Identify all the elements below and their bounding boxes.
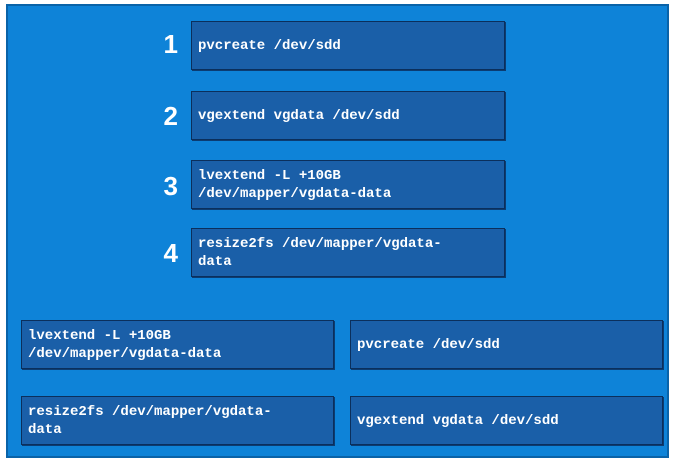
pool-box-pvcreate[interactable]: pvcreate /dev/sdd [350,320,663,369]
step-command-3: lvextend -L +10GB /dev/mapper/vgdata-dat… [198,167,392,202]
step-number-2: 2 [163,101,178,131]
pool-command-vgextend: vgextend vgdata /dev/sdd [357,412,559,429]
step-command-2: vgextend vgdata /dev/sdd [198,107,400,124]
pool-command-pvcreate: pvcreate /dev/sdd [357,336,500,353]
step-number-4: 4 [163,238,178,268]
step-box-2[interactable]: vgextend vgdata /dev/sdd [191,91,505,140]
step-number-3: 3 [163,171,178,201]
pool-box-vgextend[interactable]: vgextend vgdata /dev/sdd [350,396,663,445]
step-box-3[interactable]: lvextend -L +10GB /dev/mapper/vgdata-dat… [191,160,505,209]
step-command-1: pvcreate /dev/sdd [198,37,341,54]
pool-box-lvextend[interactable]: lvextend -L +10GB /dev/mapper/vgdata-dat… [21,320,334,369]
pool-command-lvextend: lvextend -L +10GB /dev/mapper/vgdata-dat… [28,327,222,362]
step-box-4[interactable]: resize2fs /dev/mapper/vgdata- data [191,228,505,277]
pool-command-resize2fs: resize2fs /dev/mapper/vgdata- data [28,403,272,438]
step-box-1[interactable]: pvcreate /dev/sdd [191,21,505,70]
pool-box-resize2fs[interactable]: resize2fs /dev/mapper/vgdata- data [21,396,334,445]
step-command-4: resize2fs /dev/mapper/vgdata- data [198,235,442,270]
step-number-1: 1 [163,29,178,59]
